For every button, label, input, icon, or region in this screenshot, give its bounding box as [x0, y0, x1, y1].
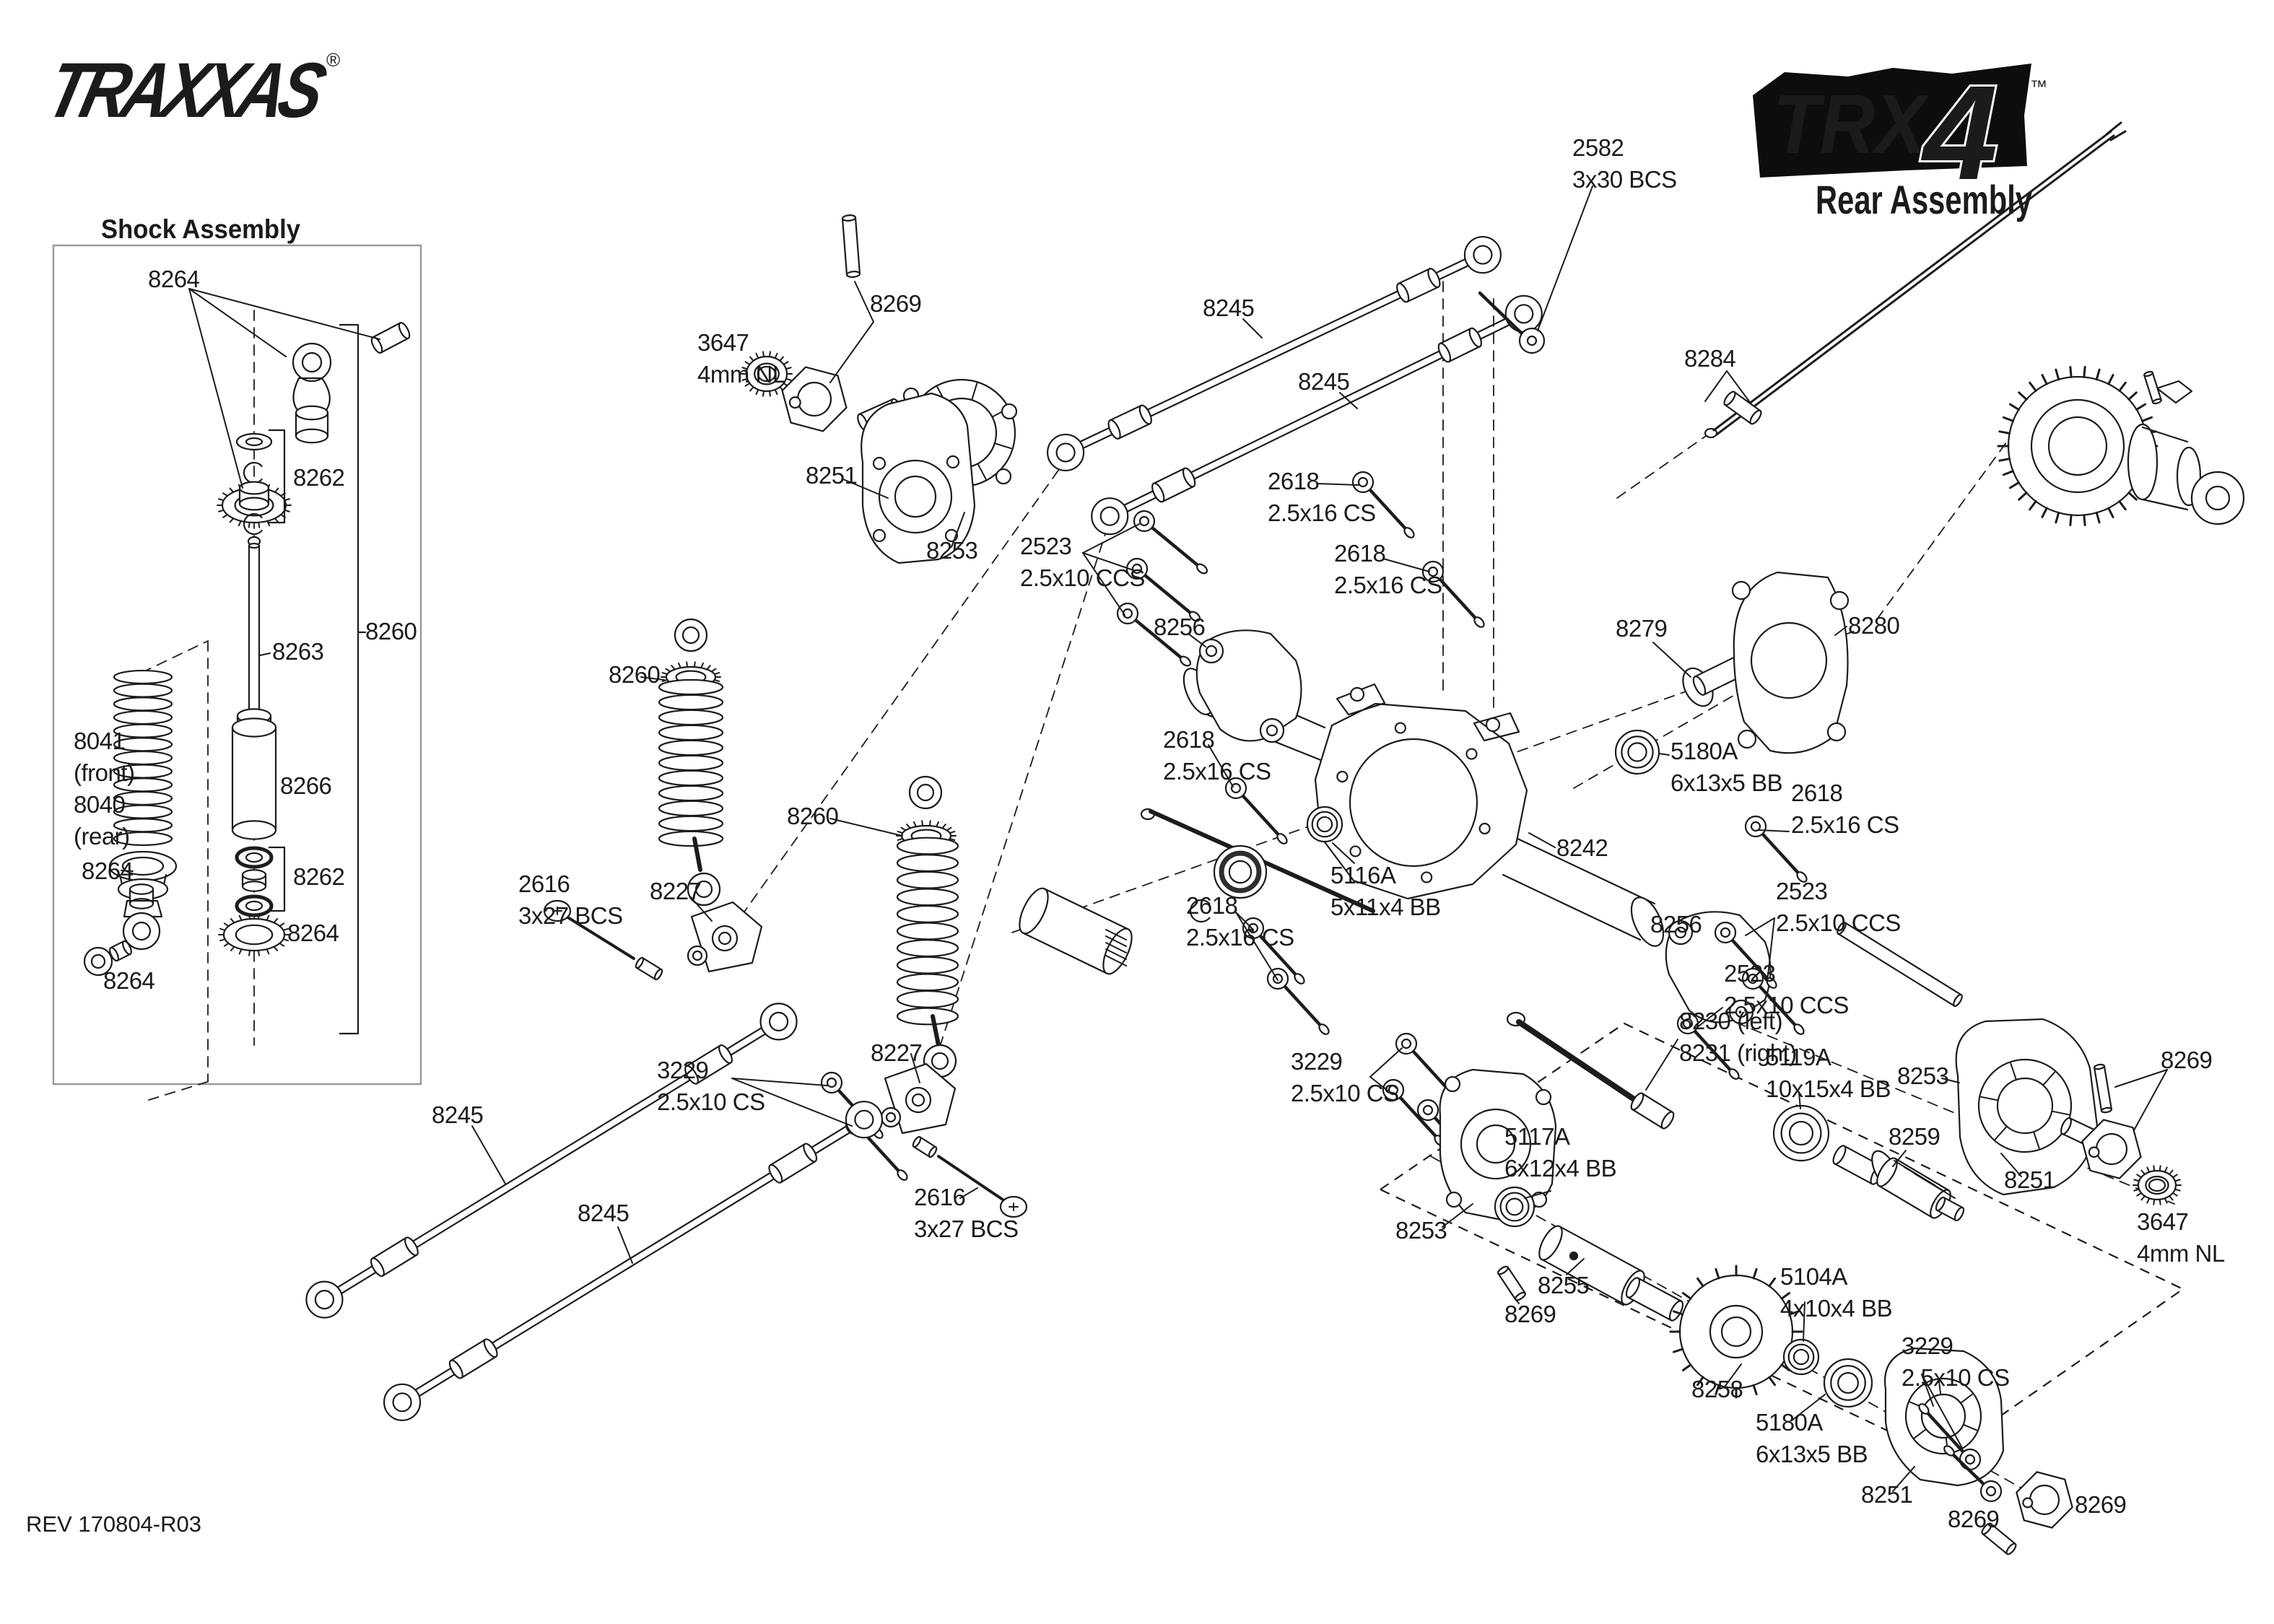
part-label-8269: 8269 — [2075, 1491, 2126, 1518]
part-label-8260: 8260 — [609, 661, 661, 688]
leader-lines — [121, 185, 2168, 1492]
trx4-banner — [1753, 64, 2031, 178]
part-label-8264: 8264 — [287, 920, 339, 946]
part-label-8269: 8269 — [1948, 1506, 1999, 1532]
trx4-logo: TRX 4 ™ Rear Assembly — [1753, 56, 2047, 222]
part-label-8227: 8227 — [871, 1039, 922, 1066]
part-label-8260: 8260 — [787, 803, 839, 829]
part-drawings — [83, 121, 2245, 1555]
part-label-8284: 8284 — [1684, 345, 1736, 372]
part-label-8251: 8251 — [2004, 1166, 2055, 1193]
part-label-8253: 8253 — [1897, 1062, 1948, 1089]
part-label-8262: 8262 — [293, 863, 344, 890]
part-label-8279: 8279 — [1616, 615, 1667, 642]
svg-text:TRAXXAS: TRAXXAS — [39, 47, 334, 134]
diagram-title: Rear Assembly — [1816, 177, 2032, 222]
part-label-8256: 8256 — [1154, 614, 1205, 640]
shock-assembly-inset-box — [52, 244, 422, 1086]
part-label-8041: 8041(front) — [74, 728, 135, 786]
part-label-8256: 8256 — [1650, 911, 1702, 938]
part-label-8260: 8260 — [365, 618, 417, 645]
inset-title: Shock Assembly — [101, 214, 300, 244]
svg-text:TRX: TRX — [1773, 77, 1930, 171]
revision-text: REV 170804-R03 — [26, 1511, 201, 1537]
part-label-8263: 8263 — [272, 638, 323, 665]
part-label-8266: 8266 — [280, 772, 331, 799]
part-label-8280: 8280 — [1848, 612, 1900, 639]
part-label-8253: 8253 — [926, 537, 977, 564]
part-label-8242: 8242 — [1556, 834, 1608, 861]
part-label-8269: 8269 — [1504, 1301, 1556, 1327]
part-label-8264: 8264 — [82, 857, 134, 884]
part-label-8264: 8264 — [148, 266, 200, 292]
part-label-8269: 8269 — [2161, 1047, 2212, 1073]
part-label-8227: 8227 — [650, 878, 701, 904]
part-label-8251: 8251 — [1861, 1481, 1912, 1508]
registered-mark-icon: ® — [326, 49, 340, 71]
part-label-8245: 8245 — [1203, 294, 1254, 321]
part-label-8245: 8245 — [578, 1200, 629, 1226]
part-label-8245: 8245 — [1298, 368, 1349, 395]
part-label-8258: 8258 — [1691, 1376, 1743, 1402]
part-label-8253: 8253 — [1395, 1217, 1447, 1244]
part-label-8245: 8245 — [432, 1101, 483, 1128]
part-label-8264: 8264 — [103, 967, 155, 994]
part-label-8255: 8255 — [1538, 1272, 1589, 1298]
part-labels: 8264 8262 8260 8263 8041(front)8040(rear) 826… — [74, 134, 2225, 1532]
trademark-icon: ™ — [2030, 77, 2047, 97]
part-label-8262: 8262 — [293, 464, 344, 491]
part-label-8251: 8251 — [806, 462, 857, 489]
part-label-8269: 8269 — [870, 290, 921, 317]
svg-text:4: 4 — [1920, 58, 1998, 208]
part-label-8040: 8040(rear) — [74, 791, 130, 850]
part-label-8259: 8259 — [1889, 1123, 1940, 1150]
traxxas-logo: TRAXXAS ® — [38, 46, 340, 135]
part-label-8230-left-: 8230 (left)8231 (right) — [1679, 1008, 1797, 1066]
